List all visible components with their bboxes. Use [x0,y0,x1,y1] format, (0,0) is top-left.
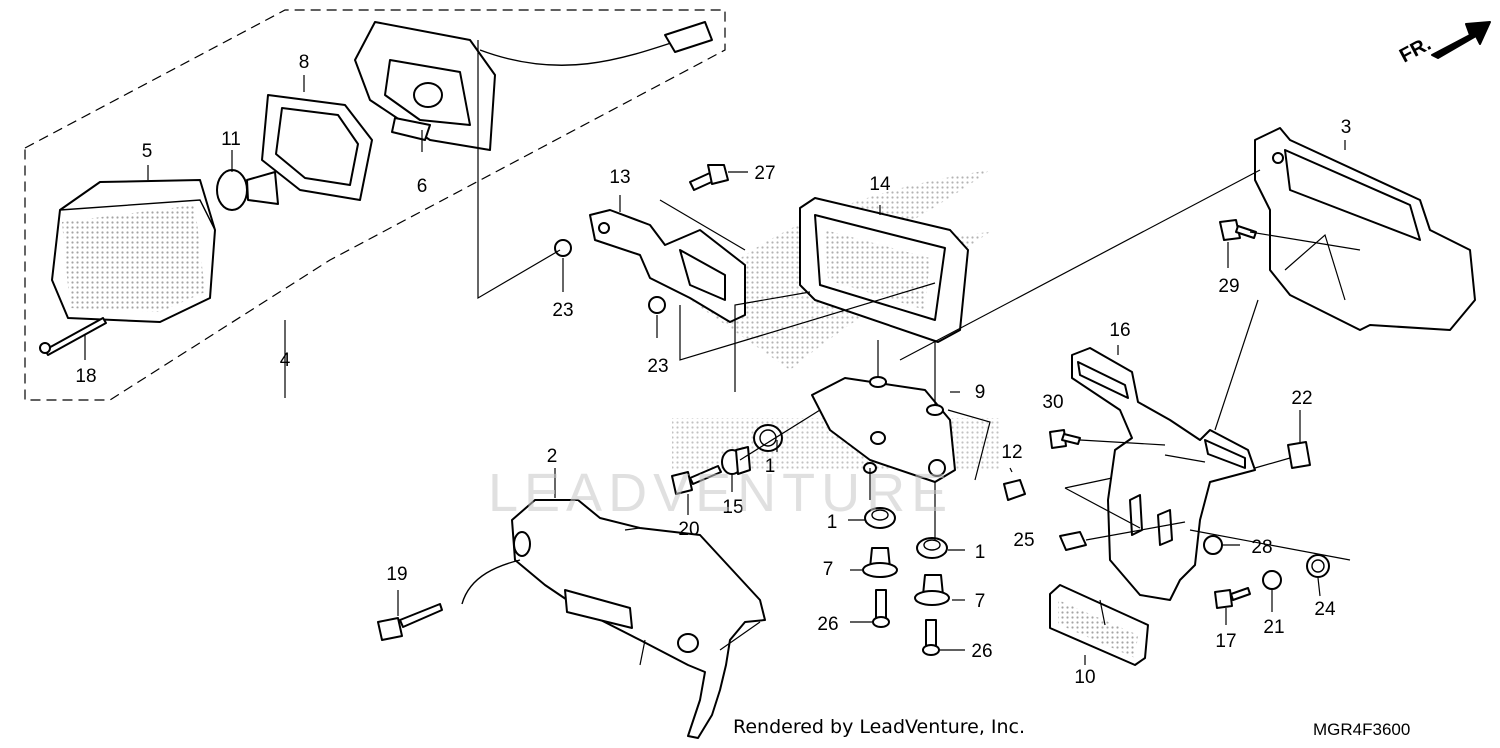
mount-bracket-9[interactable] [811,376,956,483]
callout-30[interactable]: 30 [1042,392,1063,413]
callout-25[interactable]: 25 [1013,530,1034,551]
render-credit: Rendered by LeadVenture, Inc. [733,716,1026,738]
callout-18[interactable]: 18 [75,366,96,387]
license-light-housing[interactable] [799,197,969,343]
grommet-1b[interactable] [864,507,896,529]
callout-4[interactable]: 4 [280,350,291,371]
callout-1[interactable]: 1 [975,542,986,563]
bolt-27[interactable] [689,164,729,191]
reflector[interactable] [1049,584,1149,666]
taillight-lens[interactable] [51,179,216,323]
callout-5[interactable]: 5 [142,141,153,162]
callout-26[interactable]: 26 [971,641,992,662]
callout-7[interactable]: 7 [975,591,986,612]
callout-27[interactable]: 27 [754,163,775,184]
callout-3[interactable]: 3 [1341,117,1352,138]
callout-13[interactable]: 13 [609,167,630,188]
callout-28[interactable]: 28 [1251,537,1272,558]
washer-21[interactable] [1262,570,1282,590]
callout-19[interactable]: 19 [386,564,407,585]
bolt-30[interactable] [1049,429,1081,449]
callout-23[interactable]: 23 [647,356,668,377]
gasket[interactable] [261,94,373,201]
bolt-26b[interactable] [922,619,940,656]
license-plate-bracket[interactable] [1071,347,1256,601]
bolt-20[interactable] [671,465,722,495]
callout-21[interactable]: 21 [1263,617,1284,638]
bolt-26a[interactable] [872,589,890,628]
grommet-24[interactable] [1306,554,1330,578]
callout-2[interactable]: 2 [547,446,558,467]
callout-17[interactable]: 17 [1215,631,1236,652]
watermark: LEADVENTURE [488,463,954,523]
front-direction-arrow [1431,21,1491,59]
screw-18[interactable] [39,317,107,356]
bulb[interactable] [216,169,279,211]
nut-28[interactable] [1203,535,1223,555]
callout-14[interactable]: 14 [869,174,891,195]
callout-7[interactable]: 7 [823,559,834,580]
callout-8[interactable]: 8 [299,52,310,73]
washer-23b[interactable] [648,296,666,314]
bolt-29[interactable] [1219,219,1257,241]
fender-bracket-3[interactable] [1254,127,1476,331]
nut-12[interactable] [1003,479,1026,501]
grommet-1c[interactable] [916,537,948,559]
callout-1[interactable]: 1 [827,512,838,533]
callout-29[interactable]: 29 [1218,276,1239,297]
rear-cover[interactable] [461,499,766,739]
bracket-13[interactable] [589,209,746,323]
callout-10[interactable]: 10 [1074,667,1095,688]
callout-23[interactable]: 23 [552,300,573,321]
bolt-19[interactable] [377,603,443,641]
callout-20[interactable]: 20 [678,519,699,540]
callout-26[interactable]: 26 [817,614,838,635]
leader-lines [84,40,1361,666]
callout-15[interactable]: 15 [722,497,743,518]
assembly-outline [24,9,726,401]
callout-24[interactable]: 24 [1314,599,1336,620]
bolt-17[interactable] [1214,587,1251,609]
grommet-1a[interactable] [753,424,783,452]
collar-7b[interactable] [914,574,950,606]
callout-1[interactable]: 1 [765,456,776,477]
callout-labels: 1 1 1 2 3 4 5 6 7 7 8 9 10 11 12 13 14 1… [75,52,1351,688]
clip-22[interactable] [1287,441,1311,469]
taillight-housing[interactable] [354,21,713,151]
callout-9[interactable]: 9 [975,382,986,403]
callout-6[interactable]: 6 [417,176,428,197]
callout-22[interactable]: 22 [1291,388,1312,409]
callout-16[interactable]: 16 [1109,320,1130,341]
callout-11[interactable]: 11 [221,129,241,150]
washer-23a[interactable] [554,239,572,257]
collar-7a[interactable] [862,547,898,578]
bulb-25[interactable] [1059,531,1087,551]
callout-12[interactable]: 12 [1001,442,1022,463]
diagram-code: MGR4F3600 [1313,720,1411,739]
